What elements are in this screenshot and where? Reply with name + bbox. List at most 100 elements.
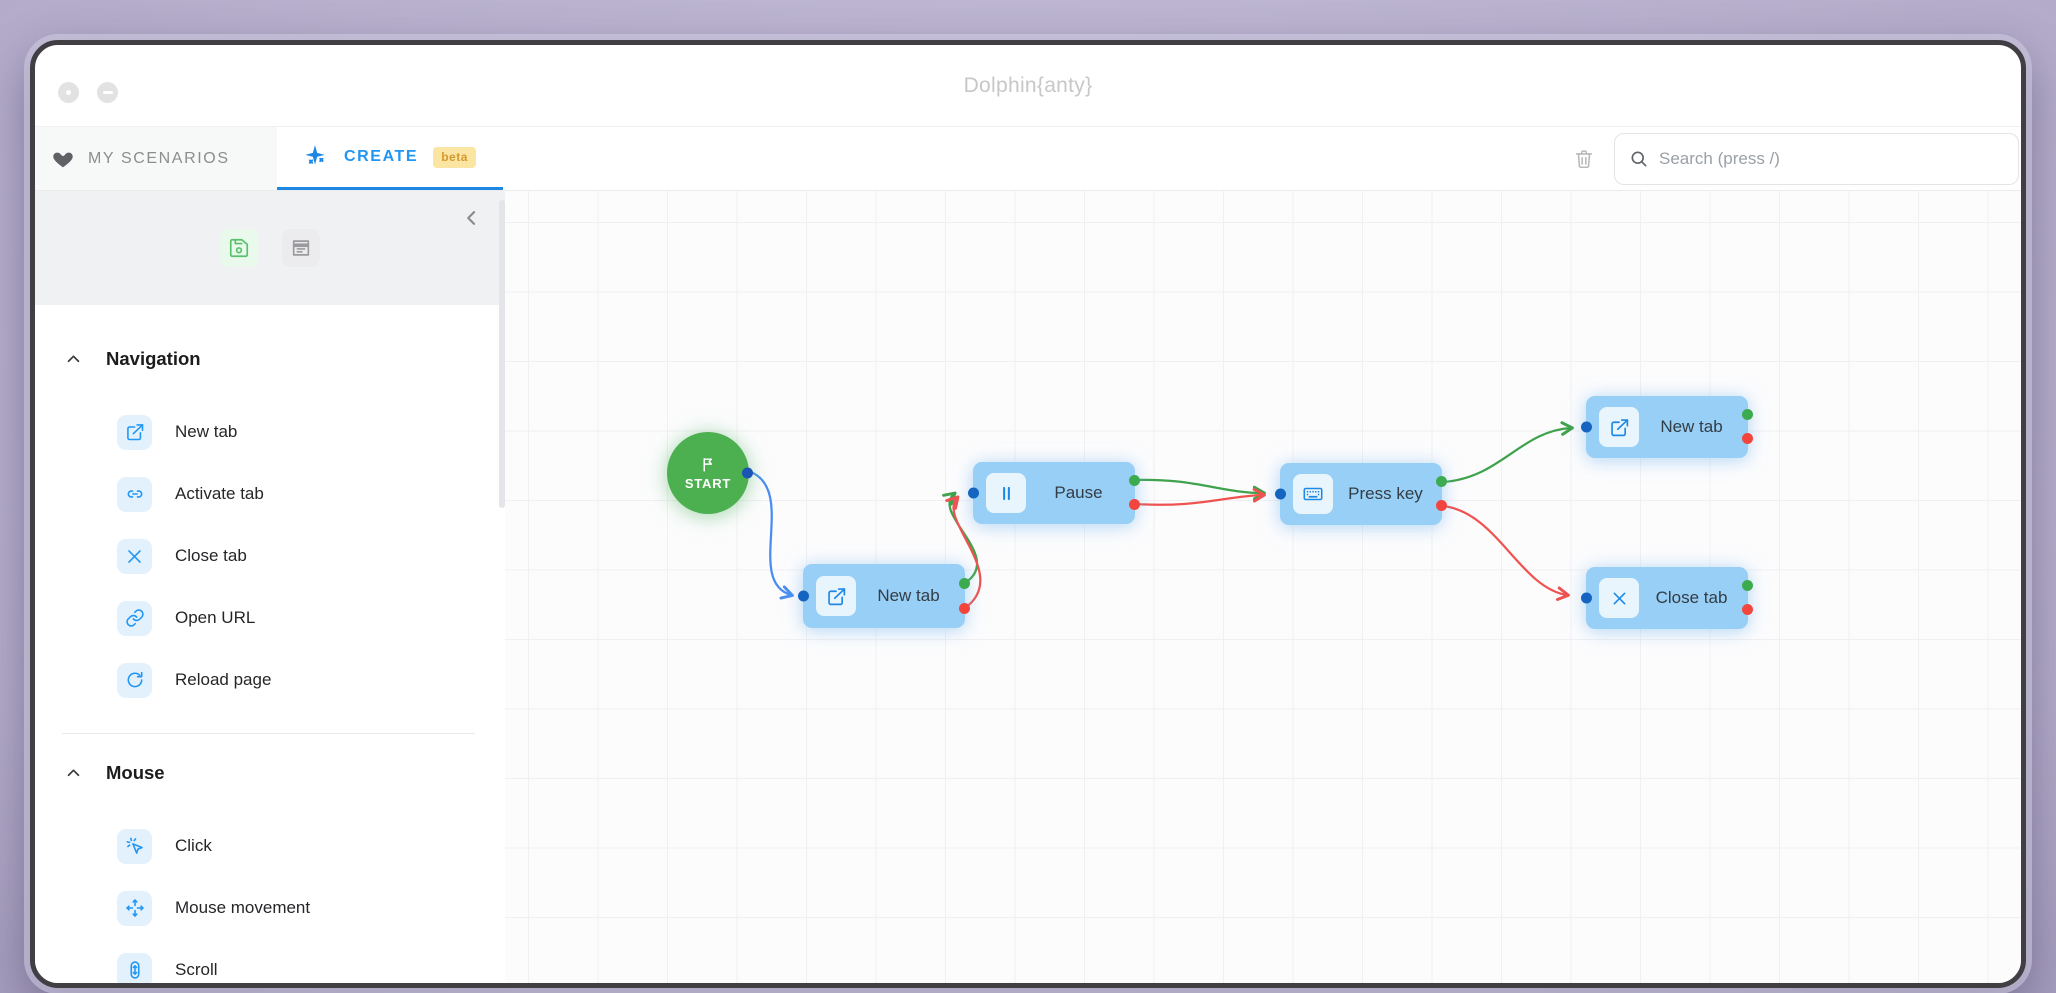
minus-icon bbox=[102, 91, 113, 94]
tab-label: MY SCENARIOS bbox=[88, 149, 230, 167]
port-in[interactable] bbox=[1275, 488, 1286, 500]
edge-pause-success-to-press-key bbox=[1134, 478, 1266, 501]
port-out-error[interactable] bbox=[1436, 500, 1447, 511]
node-label: Pause bbox=[1054, 483, 1103, 502]
beta-badge: beta bbox=[433, 146, 476, 168]
section-title: Navigation bbox=[106, 348, 201, 369]
port-in[interactable] bbox=[798, 590, 809, 602]
tab-label: CREATE bbox=[344, 148, 419, 165]
section-title: Mouse bbox=[106, 762, 165, 783]
node-new-tab-1[interactable]: New tab bbox=[798, 564, 970, 628]
section-mouse: Mouse Click Mouse movement bbox=[35, 755, 505, 983]
new-tab-icon bbox=[1599, 407, 1639, 447]
sidebar-item-close-tab[interactable]: Close tab bbox=[35, 525, 505, 587]
sidebar-item-label: Close tab bbox=[175, 546, 247, 565]
port-in[interactable] bbox=[1581, 421, 1592, 433]
node-new-tab-2[interactable]: New tab bbox=[1581, 396, 1753, 458]
window-back-button[interactable] bbox=[58, 82, 79, 103]
blocks-sidebar: Navigation New tab Activate tab bbox=[35, 191, 505, 983]
tab-bar: MY SCENARIOS CREATE beta bbox=[35, 127, 2021, 191]
edge-new-tab-1-error-to-pause bbox=[945, 495, 982, 609]
edge-start-to-new-tab-1 bbox=[750, 470, 794, 600]
pause-icon bbox=[986, 473, 1026, 513]
sidebar-item-mouse-movement[interactable]: Mouse movement bbox=[35, 877, 505, 939]
sidebar-item-activate-tab[interactable]: Activate tab bbox=[35, 463, 505, 525]
close-tab-icon bbox=[117, 538, 152, 574]
node-label: New tab bbox=[877, 586, 940, 605]
node-pause[interactable]: Pause bbox=[968, 462, 1140, 524]
sidebar-item-label: New tab bbox=[175, 422, 238, 441]
port-out-error[interactable] bbox=[959, 602, 970, 614]
port-out-error[interactable] bbox=[1129, 499, 1140, 510]
app-title: Dolphin{anty} bbox=[963, 74, 1093, 97]
section-divider bbox=[62, 733, 475, 734]
section-header-mouse[interactable]: Mouse bbox=[35, 755, 505, 791]
port-in[interactable] bbox=[1581, 592, 1592, 604]
port-out-success[interactable] bbox=[1742, 580, 1753, 591]
click-icon bbox=[117, 828, 152, 864]
close-tab-icon bbox=[1599, 578, 1639, 618]
mouse-movement-icon bbox=[117, 890, 152, 926]
node-start[interactable]: START bbox=[667, 432, 753, 514]
chevron-up-icon bbox=[63, 765, 83, 782]
node-press-key[interactable]: Press key bbox=[1275, 463, 1447, 525]
scenario-canvas[interactable]: START New tab Pause bbox=[505, 191, 2021, 983]
save-icon[interactable] bbox=[220, 229, 258, 267]
chevron-left-icon[interactable] bbox=[457, 203, 487, 233]
node-label: Press key bbox=[1348, 484, 1423, 503]
sidebar-item-open-url[interactable]: Open URL bbox=[35, 587, 505, 649]
sidebar-item-label: Open URL bbox=[175, 608, 256, 627]
sidebar-item-reload-page[interactable]: Reload page bbox=[35, 649, 505, 711]
port-out-success[interactable] bbox=[959, 577, 970, 589]
activate-tab-icon bbox=[117, 476, 152, 512]
node-label: Close tab bbox=[1655, 588, 1728, 607]
port-out-error[interactable] bbox=[1742, 433, 1753, 444]
node-close-tab[interactable]: Close tab bbox=[1581, 567, 1753, 629]
sparkles-icon bbox=[302, 144, 328, 170]
dot-icon bbox=[66, 90, 71, 95]
port-in[interactable] bbox=[968, 487, 979, 499]
log-icon[interactable] bbox=[282, 229, 320, 267]
sidebar-item-new-tab[interactable]: New tab bbox=[35, 401, 505, 463]
new-tab-icon bbox=[816, 576, 856, 616]
flag-icon bbox=[700, 456, 717, 473]
scroll-icon bbox=[117, 952, 152, 983]
tab-my-scenarios[interactable]: MY SCENARIOS bbox=[35, 127, 277, 190]
edge-press-key-success-to-new-tab-2 bbox=[1442, 421, 1574, 484]
sidebar-item-label: Reload page bbox=[175, 670, 272, 689]
app-window: Dolphin{anty} MY SCENARIOS CREATE beta bbox=[30, 40, 2026, 988]
edges-layer bbox=[750, 421, 1574, 609]
window-minimize-button[interactable] bbox=[97, 82, 118, 103]
sidebar-item-click[interactable]: Click bbox=[35, 815, 505, 877]
sidebar-item-label: Mouse movement bbox=[175, 898, 311, 917]
search-input[interactable] bbox=[1659, 148, 2004, 169]
sidebar-toolbar bbox=[35, 191, 505, 305]
port-out-success[interactable] bbox=[1436, 476, 1447, 487]
port-out[interactable] bbox=[742, 467, 753, 479]
node-label: New tab bbox=[1660, 417, 1723, 436]
port-out-error[interactable] bbox=[1742, 604, 1753, 615]
section-navigation: Navigation New tab Activate tab bbox=[35, 341, 505, 711]
sidebar-item-scroll[interactable]: Scroll bbox=[35, 939, 505, 983]
sidebar-item-label: Scroll bbox=[175, 960, 218, 979]
title-bar: Dolphin{anty} bbox=[35, 45, 2021, 127]
new-tab-icon bbox=[117, 414, 152, 450]
tab-create[interactable]: CREATE beta bbox=[277, 127, 503, 190]
section-header-navigation[interactable]: Navigation bbox=[35, 341, 505, 377]
sidebar-item-label: Activate tab bbox=[175, 484, 264, 503]
chevron-up-icon bbox=[63, 351, 83, 368]
trash-icon[interactable] bbox=[1572, 147, 1596, 171]
keyboard-icon bbox=[1293, 474, 1333, 514]
port-out-success[interactable] bbox=[1129, 475, 1140, 486]
start-label: START bbox=[684, 475, 732, 491]
port-out-success[interactable] bbox=[1742, 409, 1753, 420]
search-box bbox=[1614, 132, 2019, 185]
heart-icon bbox=[52, 148, 74, 170]
reload-page-icon bbox=[117, 662, 152, 698]
sidebar-item-label: Click bbox=[175, 836, 212, 855]
edge-pause-error-to-press-key bbox=[1134, 487, 1266, 506]
edge-press-key-error-to-close-tab bbox=[1442, 504, 1570, 601]
sidebar-scrollbar[interactable] bbox=[499, 200, 505, 508]
open-url-icon bbox=[117, 600, 152, 636]
search-icon bbox=[1629, 149, 1649, 169]
